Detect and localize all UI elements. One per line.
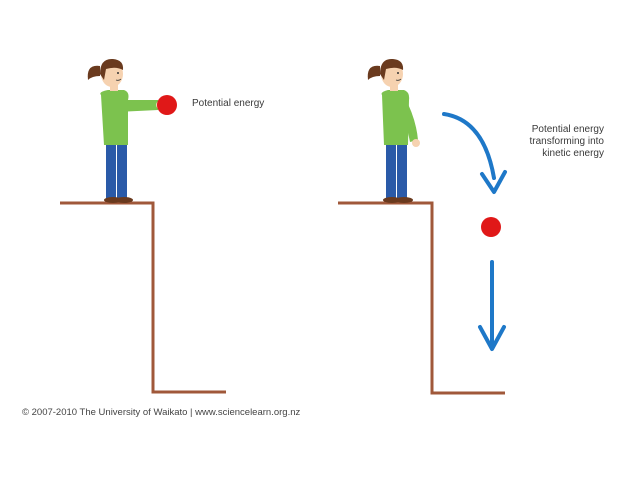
transformation-label: Potential energy transforming into kinet…: [510, 124, 604, 160]
girl-holding-ball: [87, 58, 164, 203]
ball-held: [157, 95, 177, 115]
transformation-label-line-3: kinetic energy: [542, 148, 604, 159]
transformation-label-line-2: transforming into: [529, 136, 604, 147]
potential-energy-label: Potential energy: [192, 98, 265, 109]
down-arrow-icon: [478, 260, 506, 351]
girl-after-drop: [367, 58, 420, 203]
right-cliff: [338, 201, 505, 395]
left-cliff: [60, 201, 226, 394]
transformation-label-line-1: Potential energy: [531, 124, 604, 135]
copyright-footer: © 2007-2010 The University of Waikato | …: [22, 407, 301, 418]
ball-falling: [481, 217, 501, 237]
curved-arrow-icon: [442, 112, 507, 194]
